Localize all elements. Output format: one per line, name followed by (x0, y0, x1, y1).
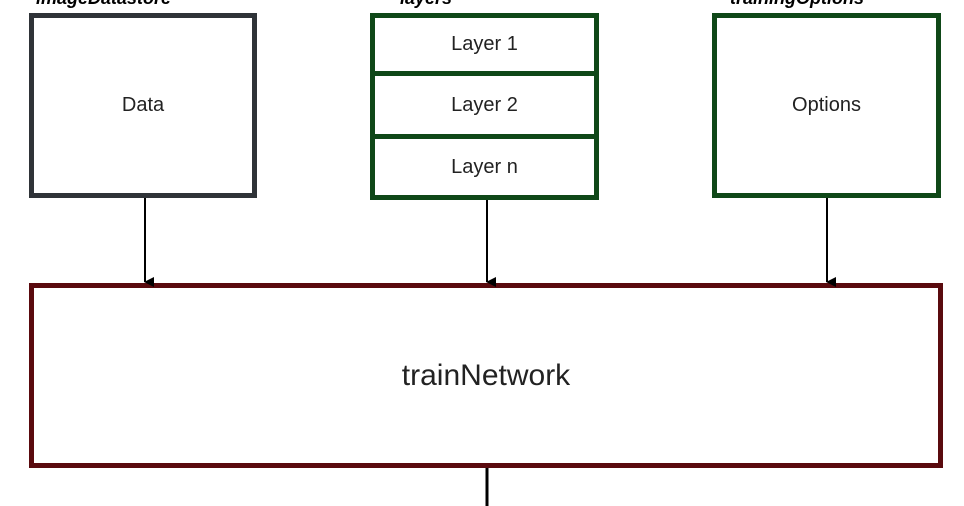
train-network-label: trainNetwork (401, 358, 571, 392)
layers-header: layers (400, 0, 452, 9)
options-box: Options (712, 13, 941, 198)
options-label: Options (792, 94, 861, 116)
options-header: trainingOptions (730, 0, 864, 9)
layers-box: Layer 1 Layer 2 Layer n (370, 13, 599, 200)
layer-2-row: Layer 2 (375, 76, 594, 139)
data-label: Data (121, 94, 165, 116)
datastore-header: imageDatastore (36, 0, 171, 9)
layer-n-row: Layer n (451, 155, 518, 178)
data-box: Data (29, 13, 257, 198)
layer-1-row: Layer 1 (375, 18, 594, 76)
